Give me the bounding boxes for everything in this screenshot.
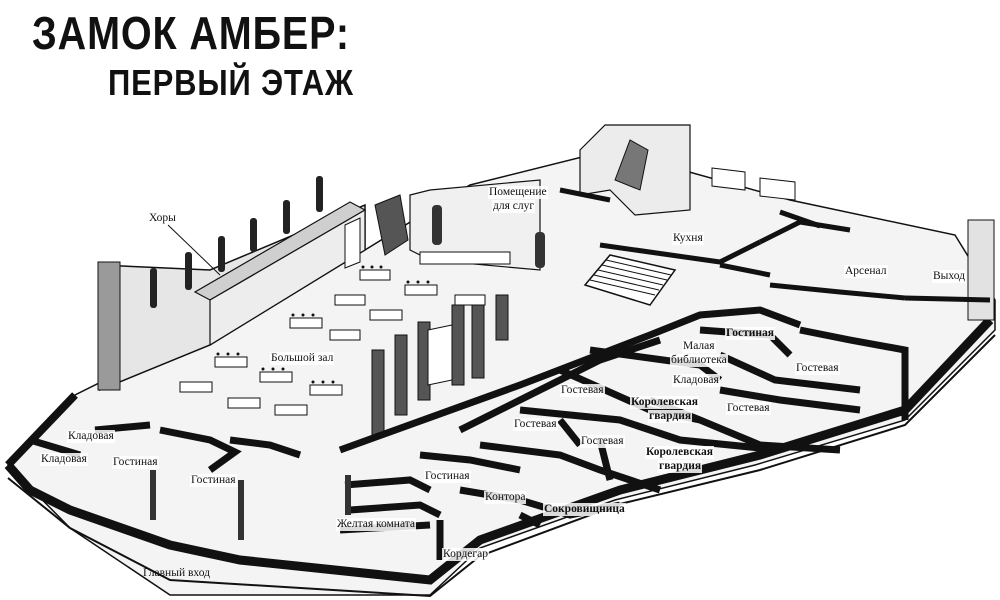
kitchen-hearth-2 [759,177,796,201]
label-kladovaya-w1: Кладовая [67,430,115,443]
north-wing-walls [559,187,991,303]
label-main-entrance: Главный вход [143,567,210,579]
table-chairs [216,265,430,384]
label-servants-line2: для слуг [492,200,536,213]
page-subtitle: ПЕРВЫЙ ЭТАЖ [108,62,354,103]
label-khory: Хоры [149,212,176,224]
label-kladovaya-e: Кладовая [672,374,720,387]
throne-niche [427,324,453,386]
label-small-library-2: библиотека [670,354,728,367]
label-gostevaya-c1: Гостевая [560,384,605,397]
tower-sw [97,261,121,391]
gallery-wall [209,208,366,347]
label-royal-guard-1b: гвардия [648,410,693,423]
label-gostevaya-c3: Гостевая [580,435,625,448]
label-exit: Выход [932,270,966,283]
label-kitchen: Кухня [672,232,704,245]
outer-wall-south [4,316,994,585]
label-kladovaya-w2: Кладовая [40,453,88,466]
label-royal-guard-1a: Королевская [630,396,699,409]
label-royal-guard-2b: гвардия [658,460,703,473]
label-servants-line1: Помещение [488,186,548,199]
label-royal-guard-2a: Королевская [645,446,714,459]
label-gostinaya-ne: Гостиная [725,327,776,340]
kitchen-hearth-1 [711,167,746,191]
main-staircase [583,254,677,306]
label-treasury: Сокровищница [543,503,626,516]
banquet-tables [179,269,486,416]
label-office: Контора [484,491,527,504]
label-gostevaya-e2: Гостевая [726,402,771,415]
tower-north-stair [614,139,649,191]
label-gostevaya-c2: Гостевая [513,418,558,431]
page-title: ЗАМОК АМБЕР: [32,7,350,59]
gallery-stairs [374,194,409,256]
north-windows [150,176,323,308]
label-gostevaya-e1: Гостевая [795,362,840,375]
colonnade [371,294,509,436]
khory-leader [167,224,221,276]
servants-door [535,232,545,268]
label-gostinaya-s: Гостиная [424,470,471,483]
west-pillars [150,470,351,540]
label-gostinaya-w: Гостиная [112,456,159,469]
label-great-hall: Большой зал [270,352,335,365]
gallery-arch [344,217,361,269]
tower-east [967,219,995,321]
label-guardroom: Кордегар [442,548,489,561]
label-arsenal: Арсенал [844,265,888,278]
label-gostinaya-sw: Гостиная [190,474,237,487]
label-small-library-1: Малая [682,340,716,353]
label-yellow-room: Желтая комната [336,518,417,531]
outer-wall-west [5,392,78,468]
servants-window [432,205,442,245]
servants-long-table [419,251,511,265]
